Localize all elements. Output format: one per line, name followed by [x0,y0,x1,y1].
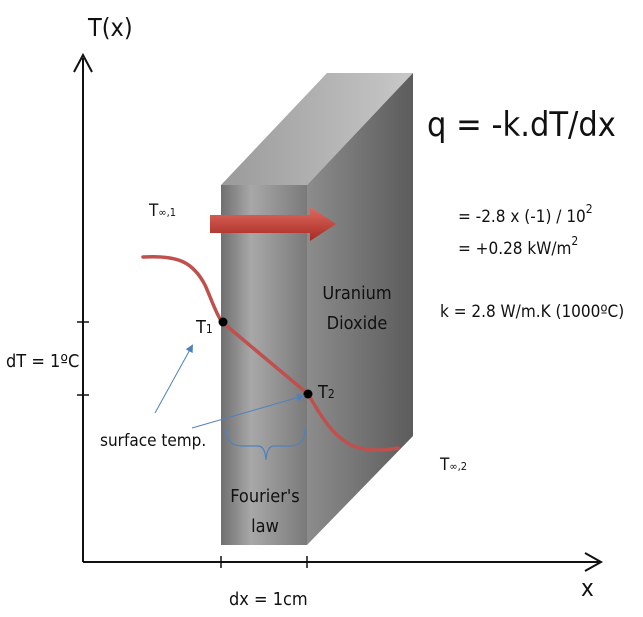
x-axis-label: x [581,574,594,602]
equation-main: q = -k.dT/dx [427,105,616,145]
x-axis-arrowhead [584,552,604,572]
slab-side-face [307,73,413,545]
dT-label: dT = 1ºC [6,351,79,372]
surface-temp-pointer-t1 [154,344,193,414]
y-axis-arrowhead [73,52,93,73]
t2-point [303,389,313,399]
equation-line1: = -2.8 x (-1) / 102 [458,202,593,227]
t-inf-2-label: T∞,2 [439,455,467,475]
heat-flow-arrow [210,207,336,241]
dx-label: dx = 1cm [229,589,308,610]
equation-line2: = +0.28 kW/m2 [458,234,578,259]
material-label-line1: Uranium [322,283,391,304]
t-inf-1-label: T∞,1 [148,201,176,221]
t1-point [218,317,228,327]
y-axis-label: T(x) [87,13,133,42]
fourier-brace [225,427,306,461]
fourier-label-line1: Fourier's [230,486,300,507]
t1-label: T1 [195,317,213,338]
slab-top-face [221,73,413,185]
temperature-profile-curve [141,254,400,452]
t2-label: T2 [317,382,335,403]
material-label-line2: Dioxide [327,313,388,334]
slab-front-face [221,185,307,545]
surface-temp-pointer-t2 [191,393,305,429]
fourier-label-line2: law [251,516,279,537]
k-value-label: k = 2.8 W/m.K (1000ºC) [440,302,624,322]
surface-temp-label: surface temp. [100,431,206,451]
